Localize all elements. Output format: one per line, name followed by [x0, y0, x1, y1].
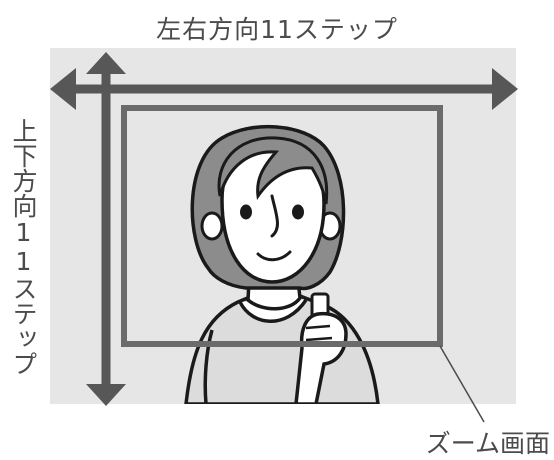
zoom-leader-line: [439, 345, 485, 423]
zoom-frame: [121, 105, 443, 347]
horizontal-arrow-icon: [50, 68, 518, 110]
vertical-arrow-icon: [86, 52, 126, 406]
horizontal-steps-label: 左右方向11ステップ: [156, 15, 398, 44]
woman-illustration-icon: [184, 124, 380, 404]
vertical-steps-label: 上下方向11ステップ: [9, 118, 38, 376]
zoom-screen-label: ズーム画面: [425, 429, 550, 458]
